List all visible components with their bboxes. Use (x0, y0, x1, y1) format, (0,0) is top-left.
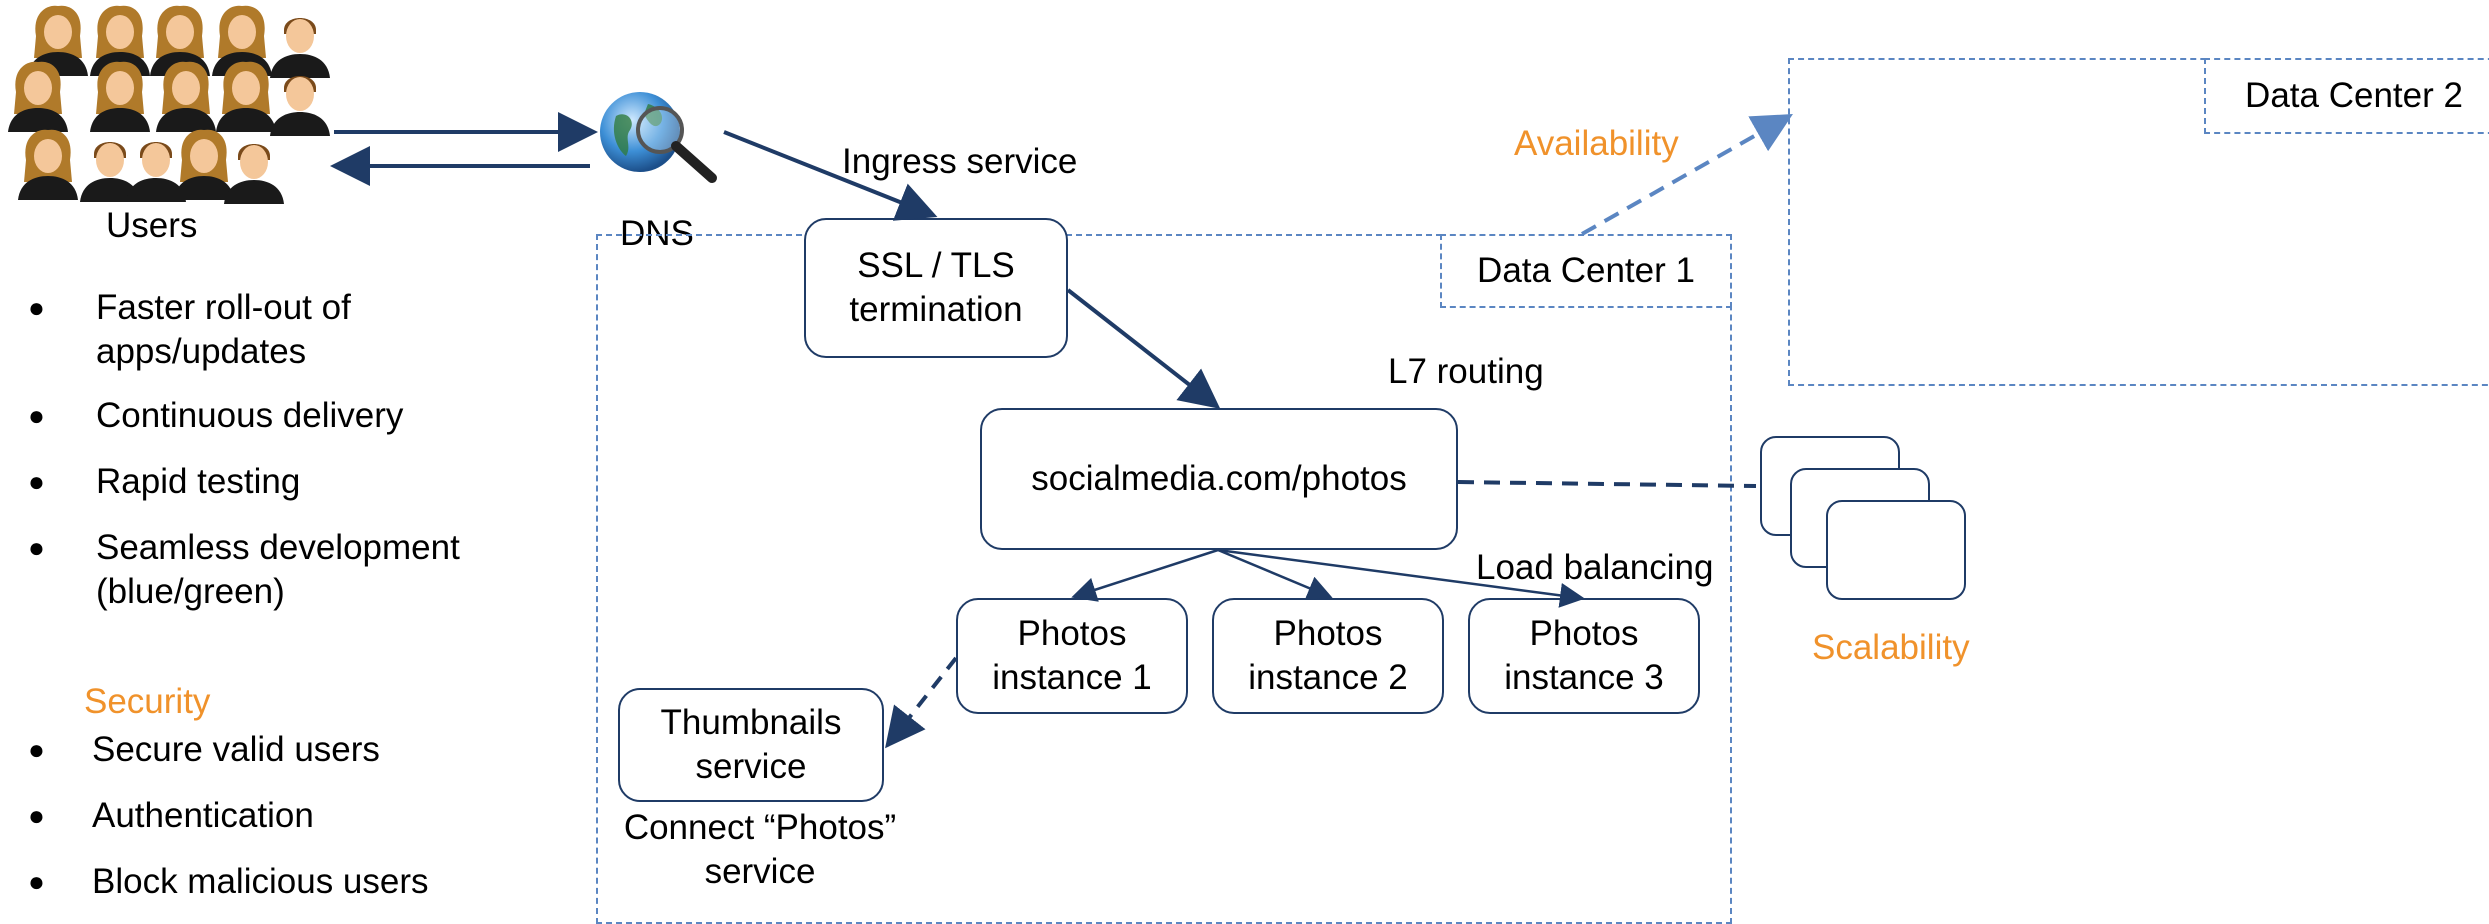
security-2-text: Authentication (92, 796, 314, 835)
connect-line1: Connect “Photos” (623, 808, 897, 847)
ssl-line1: SSL / TLS (857, 246, 1015, 285)
connect-line2: service (704, 852, 816, 891)
route-to-instance-2 (1217, 548, 1333, 600)
route-label: socialmedia.com/photos (1031, 459, 1407, 498)
instance-2-line2: instance 2 (1248, 658, 1408, 697)
dns-globe-icon (596, 86, 724, 186)
instance-1-line1: Photos (1017, 614, 1127, 653)
benefit-4-line1: Seamless development (96, 528, 460, 567)
l7-routing-label: L7 routing (1388, 352, 1544, 391)
thumbnails-line1: Thumbnails (660, 703, 842, 742)
datacenter-2-region (1788, 58, 2489, 386)
bullet-icon: ● (28, 532, 45, 563)
photos-instance-2: Photos instance 2 (1212, 598, 1444, 714)
benefit-3-text: Rapid testing (96, 462, 301, 501)
instance-to-thumbnails-arrow (885, 656, 958, 749)
security-3-text: Block malicious users (92, 862, 429, 901)
route-to-instance-1 (1071, 548, 1219, 602)
benefit-1-line1: Faster roll-out of (96, 288, 351, 327)
benefit-4-line2: (blue/green) (96, 572, 285, 611)
bullet-icon: ● (28, 466, 45, 497)
connect-photos-label: Connect “Photos” service (600, 806, 920, 894)
bullet-icon: ● (28, 866, 45, 897)
photos-instance-1: Photos instance 1 (956, 598, 1188, 714)
ingress-service-label: Ingress service (842, 142, 1078, 181)
photos-instance-3: Photos instance 3 (1468, 598, 1700, 714)
availability-label: Availability (1514, 124, 1679, 163)
scalability-stack-front (1826, 500, 1966, 600)
bullet-icon: ● (28, 734, 45, 765)
bullet-icon: ● (28, 400, 45, 431)
ssl-termination-box: SSL / TLS termination (804, 218, 1068, 358)
instance-2-line1: Photos (1273, 614, 1383, 653)
thumbnails-service-box: Thumbnails service (618, 688, 884, 802)
instance-1-line2: instance 1 (992, 658, 1152, 697)
security-heading: Security (84, 682, 211, 721)
dns-to-ssl-arrow (723, 130, 938, 221)
datacenter-2-label: Data Center 2 (2204, 58, 2489, 134)
ssl-to-route-arrow (1066, 288, 1221, 409)
bullet-icon: ● (28, 292, 45, 323)
benefit-1-line2: apps/updates (96, 332, 307, 371)
dns-label: DNS (620, 214, 694, 253)
route-to-scalability-line (1457, 480, 1757, 488)
ssl-line2: termination (849, 290, 1023, 329)
route-to-instance-3 (1217, 548, 1585, 608)
load-balancing-label: Load balancing (1476, 548, 1714, 587)
instance-3-line1: Photos (1529, 614, 1639, 653)
thumbnails-line2: service (695, 747, 807, 786)
scalability-label: Scalability (1812, 628, 1970, 667)
users-label: Users (106, 206, 198, 245)
instance-3-line2: instance 3 (1504, 658, 1664, 697)
security-1-text: Secure valid users (92, 730, 380, 769)
bullet-icon: ● (28, 800, 45, 831)
dc1-to-dc2-arrow (1581, 114, 1793, 236)
route-box: socialmedia.com/photos (980, 408, 1458, 550)
datacenter-1-label: Data Center 1 (1440, 234, 1732, 308)
benefit-2-text: Continuous delivery (96, 396, 404, 435)
